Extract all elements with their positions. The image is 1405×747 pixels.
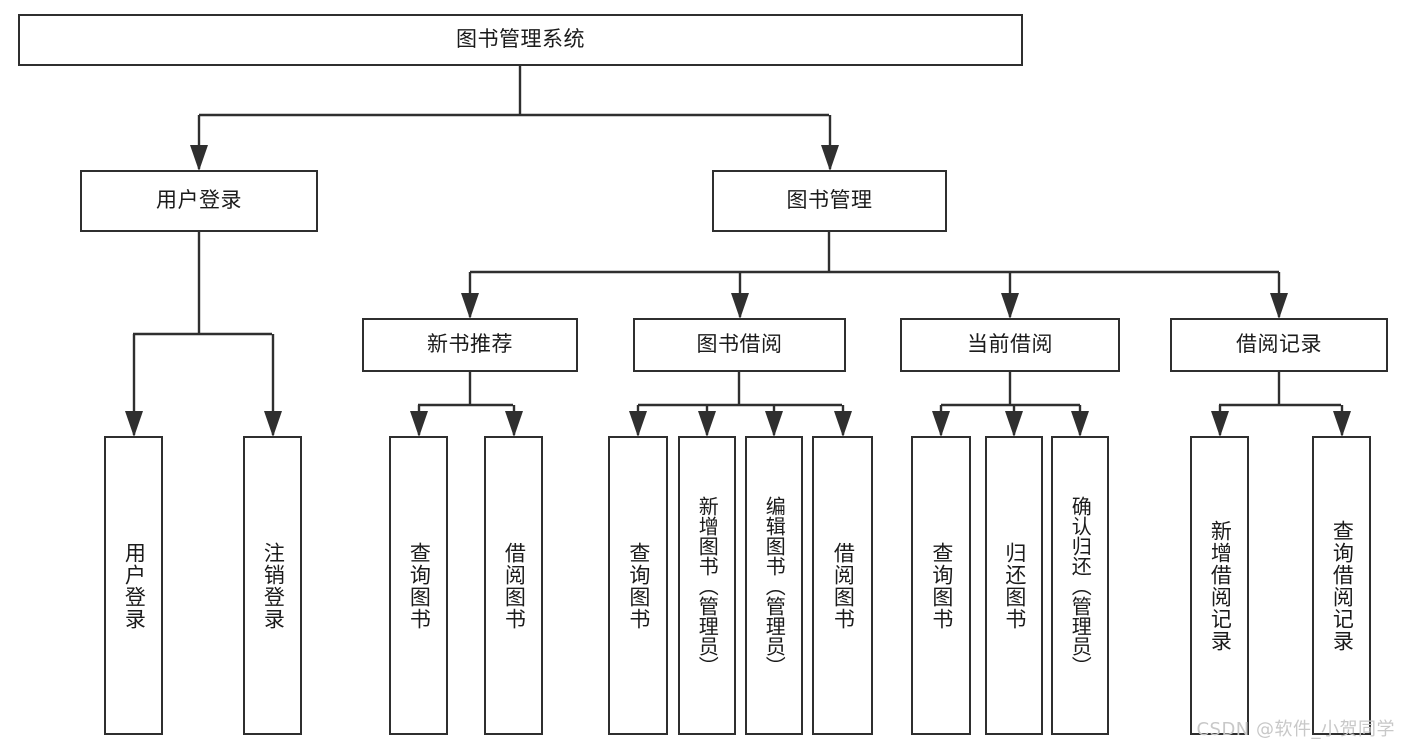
- leaf-record-query-label: 查询借阅记录: [1330, 519, 1355, 652]
- node-book-management[interactable]: 图书管理: [712, 170, 947, 232]
- leaf-user-logout-label: 注销登录: [261, 541, 286, 630]
- leaf-borrow-edit-book-label: 编辑图书（管理员）: [762, 495, 787, 676]
- leaf-borrow-add-book[interactable]: 新增图书（管理员）: [678, 436, 736, 735]
- leaf-user-login-label: 用户登录: [122, 541, 147, 630]
- node-book-borrow-label: 图书借阅: [696, 332, 783, 357]
- node-book-borrow[interactable]: 图书借阅: [633, 318, 846, 372]
- leaf-newbook-borrow[interactable]: 借阅图书: [484, 436, 543, 735]
- node-borrow-record-label: 借阅记录: [1236, 332, 1322, 357]
- node-new-book-recommend[interactable]: 新书推荐: [362, 318, 578, 372]
- leaf-newbook-query-label: 查询图书: [407, 541, 432, 630]
- leaf-borrow-borrow-book[interactable]: 借阅图书: [812, 436, 873, 735]
- node-user-login-label: 用户登录: [156, 188, 242, 213]
- leaf-borrow-edit-book[interactable]: 编辑图书（管理员）: [745, 436, 803, 735]
- leaf-current-return-label: 归还图书: [1002, 541, 1027, 630]
- node-current-borrow[interactable]: 当前借阅: [900, 318, 1120, 372]
- node-root[interactable]: 图书管理系统: [18, 14, 1023, 66]
- leaf-current-query-label: 查询图书: [929, 541, 954, 630]
- node-user-login[interactable]: 用户登录: [80, 170, 318, 232]
- leaf-current-return[interactable]: 归还图书: [985, 436, 1043, 735]
- leaf-borrow-query[interactable]: 查询图书: [608, 436, 668, 735]
- node-root-label: 图书管理系统: [456, 27, 585, 52]
- leaf-borrow-borrow-book-label: 借阅图书: [831, 541, 856, 630]
- leaf-borrow-add-book-label: 新增图书（管理员）: [695, 495, 720, 676]
- node-borrow-record[interactable]: 借阅记录: [1170, 318, 1388, 372]
- node-book-management-label: 图书管理: [786, 188, 873, 213]
- leaf-current-confirm-return[interactable]: 确认归还（管理员）: [1051, 436, 1109, 735]
- leaf-record-query[interactable]: 查询借阅记录: [1312, 436, 1371, 735]
- leaf-borrow-query-label: 查询图书: [626, 541, 651, 630]
- leaf-newbook-borrow-label: 借阅图书: [502, 541, 527, 630]
- leaf-user-logout[interactable]: 注销登录: [243, 436, 302, 735]
- leaf-record-add-label: 新增借阅记录: [1208, 519, 1233, 652]
- leaf-user-login[interactable]: 用户登录: [104, 436, 163, 735]
- leaf-current-query[interactable]: 查询图书: [911, 436, 971, 735]
- csdn-watermark: CSDN @软件_小贺同学: [1196, 719, 1395, 740]
- leaf-current-confirm-return-label: 确认归还（管理员）: [1068, 495, 1093, 676]
- node-current-borrow-label: 当前借阅: [967, 332, 1053, 357]
- leaf-newbook-query[interactable]: 查询图书: [389, 436, 448, 735]
- node-new-book-recommend-label: 新书推荐: [427, 332, 513, 357]
- leaf-record-add[interactable]: 新增借阅记录: [1190, 436, 1249, 735]
